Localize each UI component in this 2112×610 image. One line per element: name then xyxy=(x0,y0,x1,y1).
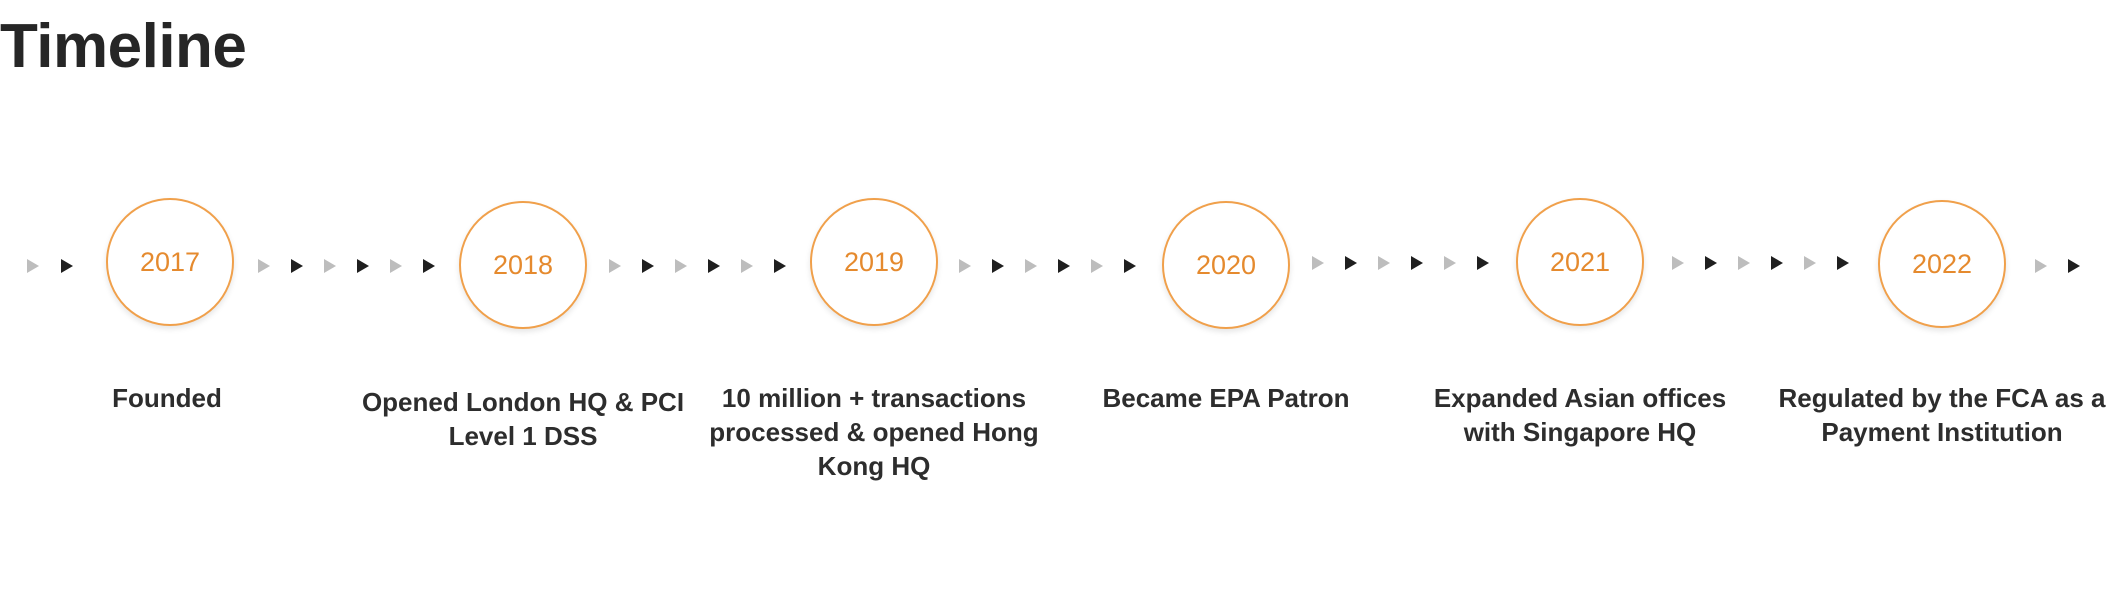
arrow-icon xyxy=(708,259,720,273)
arrow-icon xyxy=(675,259,687,273)
arrow-icon xyxy=(390,259,402,273)
arrow-icon xyxy=(1124,259,1136,273)
arrow-icon xyxy=(357,259,369,273)
arrow-icon xyxy=(324,259,336,273)
arrow-icon xyxy=(1411,256,1423,270)
arrow-icon xyxy=(1345,256,1357,270)
arrow-icon xyxy=(2068,259,2080,273)
year-circle-2021: 2021 xyxy=(1516,198,1644,326)
arrow-icon xyxy=(1477,256,1489,270)
arrow-icon xyxy=(2035,259,2047,273)
year-circle-2020: 2020 xyxy=(1162,201,1290,329)
year-label: 2018 xyxy=(492,249,554,280)
milestone-caption: Regulated by the FCA as a Payment Instit… xyxy=(1778,383,2106,447)
arrow-icon xyxy=(423,259,435,273)
arrow-icon xyxy=(1058,259,1070,273)
arrow-icon xyxy=(1771,256,1783,270)
year-label: 2022 xyxy=(1911,248,1973,279)
arrow-icon xyxy=(1444,256,1456,270)
year-label: 2017 xyxy=(139,246,201,277)
year-label: 2020 xyxy=(1195,249,1257,280)
year-label: 2019 xyxy=(843,246,905,277)
milestone-caption: Expanded Asian offices with Singapore HQ xyxy=(1433,383,1727,447)
arrow-icon xyxy=(1804,256,1816,270)
arrow-icon xyxy=(741,259,753,273)
year-circle-2022: 2022 xyxy=(1878,200,2006,328)
year-circle-2017: 2017 xyxy=(106,198,234,326)
arrow-icon xyxy=(609,259,621,273)
arrow-icon xyxy=(61,259,73,273)
page-title: Timeline xyxy=(0,12,247,81)
arrow-icon xyxy=(1378,256,1390,270)
milestone-caption: Became EPA Patron xyxy=(1102,383,1350,413)
arrow-icon xyxy=(642,259,654,273)
arrow-icon xyxy=(959,259,971,273)
arrow-icon xyxy=(774,259,786,273)
arrow-icon xyxy=(258,259,270,273)
year-label: 2021 xyxy=(1549,246,1611,277)
year-circle-2018: 2018 xyxy=(459,201,587,329)
arrow-icon xyxy=(1091,259,1103,273)
milestone-caption: 10 million + transactions processed & op… xyxy=(709,383,1039,481)
arrow-icon xyxy=(27,259,39,273)
arrow-icon xyxy=(1705,256,1717,270)
milestone-caption: Founded xyxy=(112,383,222,413)
arrow-icon xyxy=(1738,256,1750,270)
arrow-icon xyxy=(1672,256,1684,270)
arrow-icon xyxy=(1837,256,1849,270)
year-circle-2019: 2019 xyxy=(810,198,938,326)
arrow-icon xyxy=(992,259,1004,273)
arrow-icon xyxy=(1025,259,1037,273)
arrow-icon xyxy=(1312,256,1324,270)
milestone-caption: Opened London HQ & PCI Level 1 DSS xyxy=(361,387,685,451)
arrow-icon xyxy=(291,259,303,273)
